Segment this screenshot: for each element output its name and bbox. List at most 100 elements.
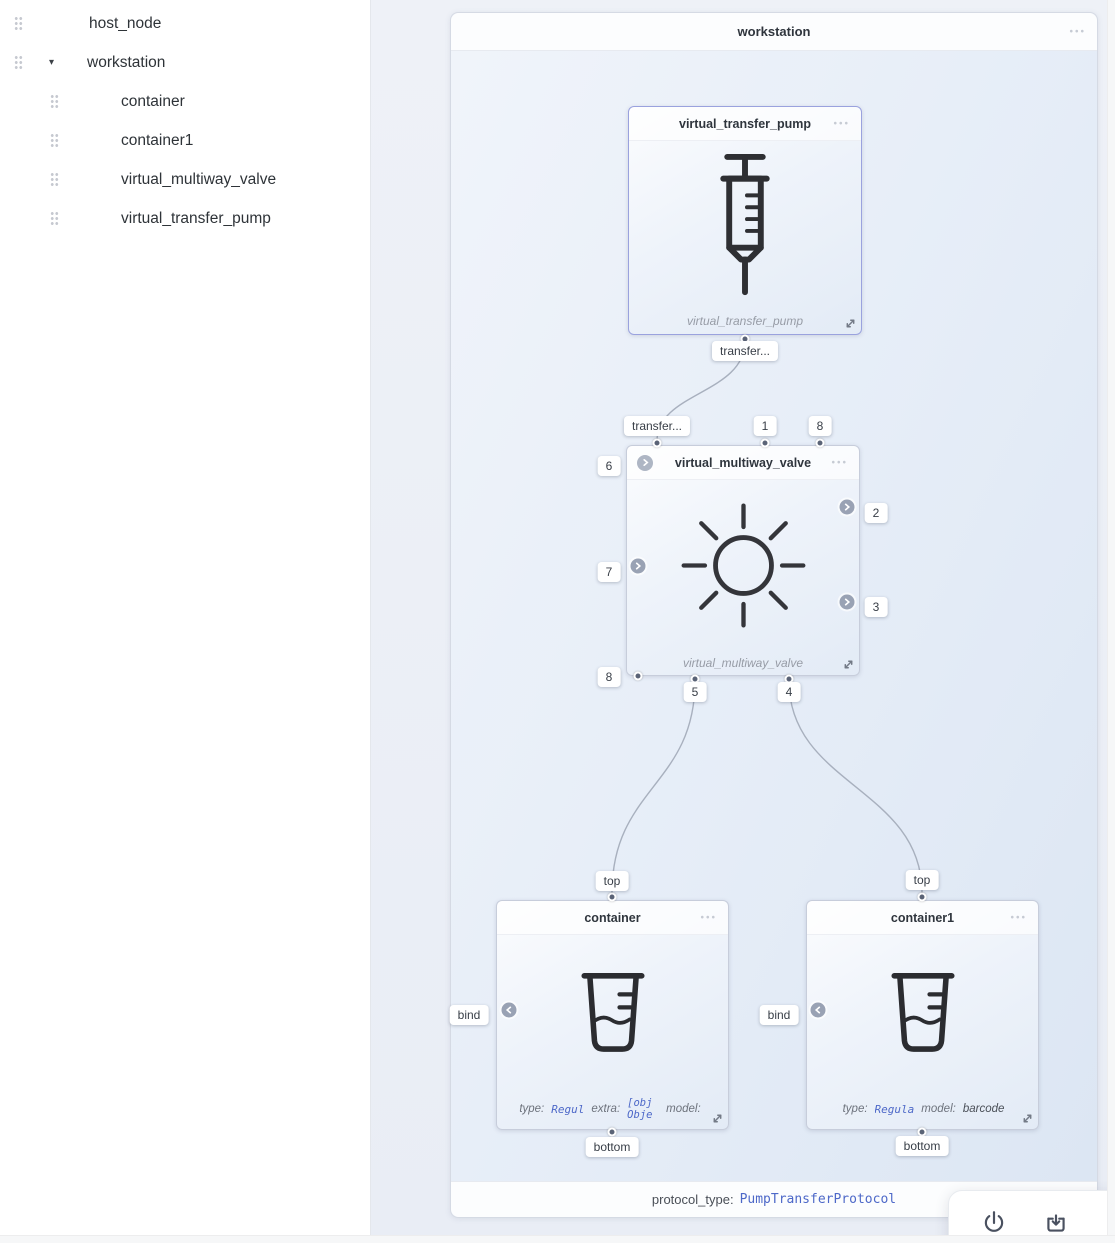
pump-footer: virtual_transfer_pump (629, 308, 861, 334)
container1-bottom-port-dot[interactable] (917, 1127, 927, 1137)
valve-port-8-bottom-dot[interactable] (633, 671, 643, 681)
valve-port-2-arrow-icon[interactable] (839, 499, 855, 515)
pump-header: virtual_transfer_pump ••• (629, 107, 861, 141)
floating-toolbar (948, 1190, 1115, 1243)
field-label: model: (921, 1103, 956, 1115)
resize-handle-icon[interactable] (843, 659, 854, 670)
field-value[interactable]: [obj Obje (627, 1096, 653, 1121)
pump-title: virtual_transfer_pump (679, 116, 811, 131)
valve-port-1-dot[interactable] (760, 438, 770, 448)
valve-node[interactable]: virtual_multiway_valve ••• virtual_multi… (626, 445, 860, 676)
field-value[interactable]: barcode (962, 1103, 1005, 1115)
container-bind-port-arrow-icon[interactable] (501, 1002, 517, 1018)
drag-handle-icon[interactable] (14, 16, 23, 31)
sidebar-item-workstation[interactable]: ▾ workstation (0, 43, 370, 82)
resize-handle-icon[interactable] (845, 318, 856, 329)
sidebar-item-container[interactable]: container (0, 82, 370, 121)
port-chip-container-top[interactable]: top (595, 871, 629, 891)
port-chip-container1-bind[interactable]: bind (759, 1005, 799, 1025)
resize-handle-icon[interactable] (712, 1113, 723, 1124)
drag-handle-icon[interactable] (50, 211, 59, 226)
valve-header-port-icon[interactable] (637, 454, 653, 471)
tree-label: virtual_transfer_pump (121, 209, 271, 227)
container-body (497, 935, 728, 1089)
port-chip-pump-transfer[interactable]: transfer... (711, 341, 779, 361)
more-menu-icon[interactable]: ••• (1010, 912, 1027, 923)
beaker-icon (580, 973, 645, 1052)
port-chip-container1-bottom[interactable]: bottom (895, 1136, 949, 1156)
pump-node[interactable]: virtual_transfer_pump ••• virtual_transf… (628, 106, 862, 335)
valve-title: virtual_multiway_valve (674, 455, 812, 470)
container1-top-port-dot[interactable] (917, 892, 927, 902)
sidebar: host_node ▾ workstation container contai… (0, 0, 371, 1235)
field-label: extra: (591, 1103, 621, 1115)
import-box-icon[interactable] (1043, 1210, 1069, 1236)
port-chip-valve-2[interactable]: 2 (864, 503, 888, 523)
container1-body (807, 935, 1038, 1089)
more-menu-icon[interactable]: ••• (831, 457, 848, 468)
port-chip-valve-5[interactable]: 5 (683, 682, 707, 702)
field-label: type: (842, 1103, 868, 1115)
sidebar-item-virtual-transfer-pump[interactable]: virtual_transfer_pump (0, 199, 370, 238)
drag-handle-icon[interactable] (50, 94, 59, 109)
container1-title: container1 (890, 910, 955, 925)
more-menu-icon[interactable]: ••• (833, 118, 850, 129)
valve-footer-label: virtual_multiway_valve (682, 656, 804, 670)
protocol-type-value: PumpTransferProtocol (739, 1192, 897, 1207)
valve-port-8-top-dot[interactable] (815, 438, 825, 448)
valve-body (627, 480, 859, 651)
sidebar-item-host-node[interactable]: host_node (0, 4, 370, 43)
tree-label: container1 (121, 131, 194, 149)
field-label: model: (666, 1103, 701, 1115)
port-chip-valve-transfer[interactable]: transfer... (623, 416, 691, 436)
chevron-down-icon[interactable]: ▾ (49, 57, 55, 68)
valve-header: virtual_multiway_valve ••• (627, 446, 859, 480)
field-label: type: (519, 1103, 545, 1115)
port-chip-container-bind[interactable]: bind (449, 1005, 489, 1025)
valve-port-7-arrow-icon[interactable] (630, 558, 646, 574)
workstation-title: workstation (737, 24, 811, 39)
more-menu-icon[interactable]: ••• (1069, 26, 1086, 37)
field-value[interactable]: Regul (551, 1102, 585, 1116)
resize-handle-icon[interactable] (1022, 1113, 1033, 1124)
port-chip-valve-1[interactable]: 1 (753, 416, 777, 436)
protocol-type-label: protocol_type: (651, 1192, 734, 1207)
container-bottom-port-dot[interactable] (607, 1127, 617, 1137)
container-fields: type: Regul extra: [obj Obje model: (497, 1089, 728, 1129)
drag-handle-icon[interactable] (14, 55, 23, 70)
tree-label: virtual_multiway_valve (121, 170, 277, 188)
port-chip-valve-6[interactable]: 6 (597, 456, 621, 476)
container-node[interactable]: container ••• type: Regul extra: [obj Ob… (496, 900, 729, 1130)
sidebar-item-virtual-multiway-valve[interactable]: virtual_multiway_valve (0, 160, 370, 199)
port-chip-valve-8-top[interactable]: 8 (808, 416, 832, 436)
port-chip-valve-7[interactable]: 7 (597, 562, 621, 582)
sun-valve-icon (681, 503, 805, 628)
field-value[interactable]: Regula (874, 1102, 915, 1116)
vertical-scrollbar[interactable] (1107, 0, 1115, 1243)
more-menu-icon[interactable]: ••• (700, 912, 717, 923)
valve-transfer-port-dot[interactable] (652, 438, 662, 448)
port-chip-valve-8-bottom[interactable]: 8 (597, 667, 621, 687)
container-header: container ••• (497, 901, 728, 935)
port-chip-container1-top[interactable]: top (905, 870, 939, 890)
beaker-icon (890, 973, 955, 1052)
valve-footer: virtual_multiway_valve (627, 651, 859, 675)
container1-bind-port-arrow-icon[interactable] (810, 1002, 826, 1018)
drag-handle-icon[interactable] (50, 133, 59, 148)
pump-body (629, 141, 861, 308)
container1-fields: type: Regula model: barcode (807, 1089, 1038, 1129)
container1-node[interactable]: container1 ••• type: Regula model: barco… (806, 900, 1039, 1130)
tree-label: host_node (89, 14, 162, 32)
port-chip-valve-3[interactable]: 3 (864, 597, 888, 617)
power-icon[interactable] (981, 1210, 1007, 1236)
pump-footer-label: virtual_transfer_pump (686, 314, 804, 328)
port-chip-container-bottom[interactable]: bottom (585, 1137, 639, 1157)
port-chip-valve-4[interactable]: 4 (777, 682, 801, 702)
sidebar-item-container1[interactable]: container1 (0, 121, 370, 160)
container-title: container (584, 910, 641, 925)
drag-handle-icon[interactable] (50, 172, 59, 187)
container-top-port-dot[interactable] (607, 892, 617, 902)
horizontal-scrollbar[interactable] (0, 1235, 1115, 1243)
valve-port-3-arrow-icon[interactable] (839, 594, 855, 610)
